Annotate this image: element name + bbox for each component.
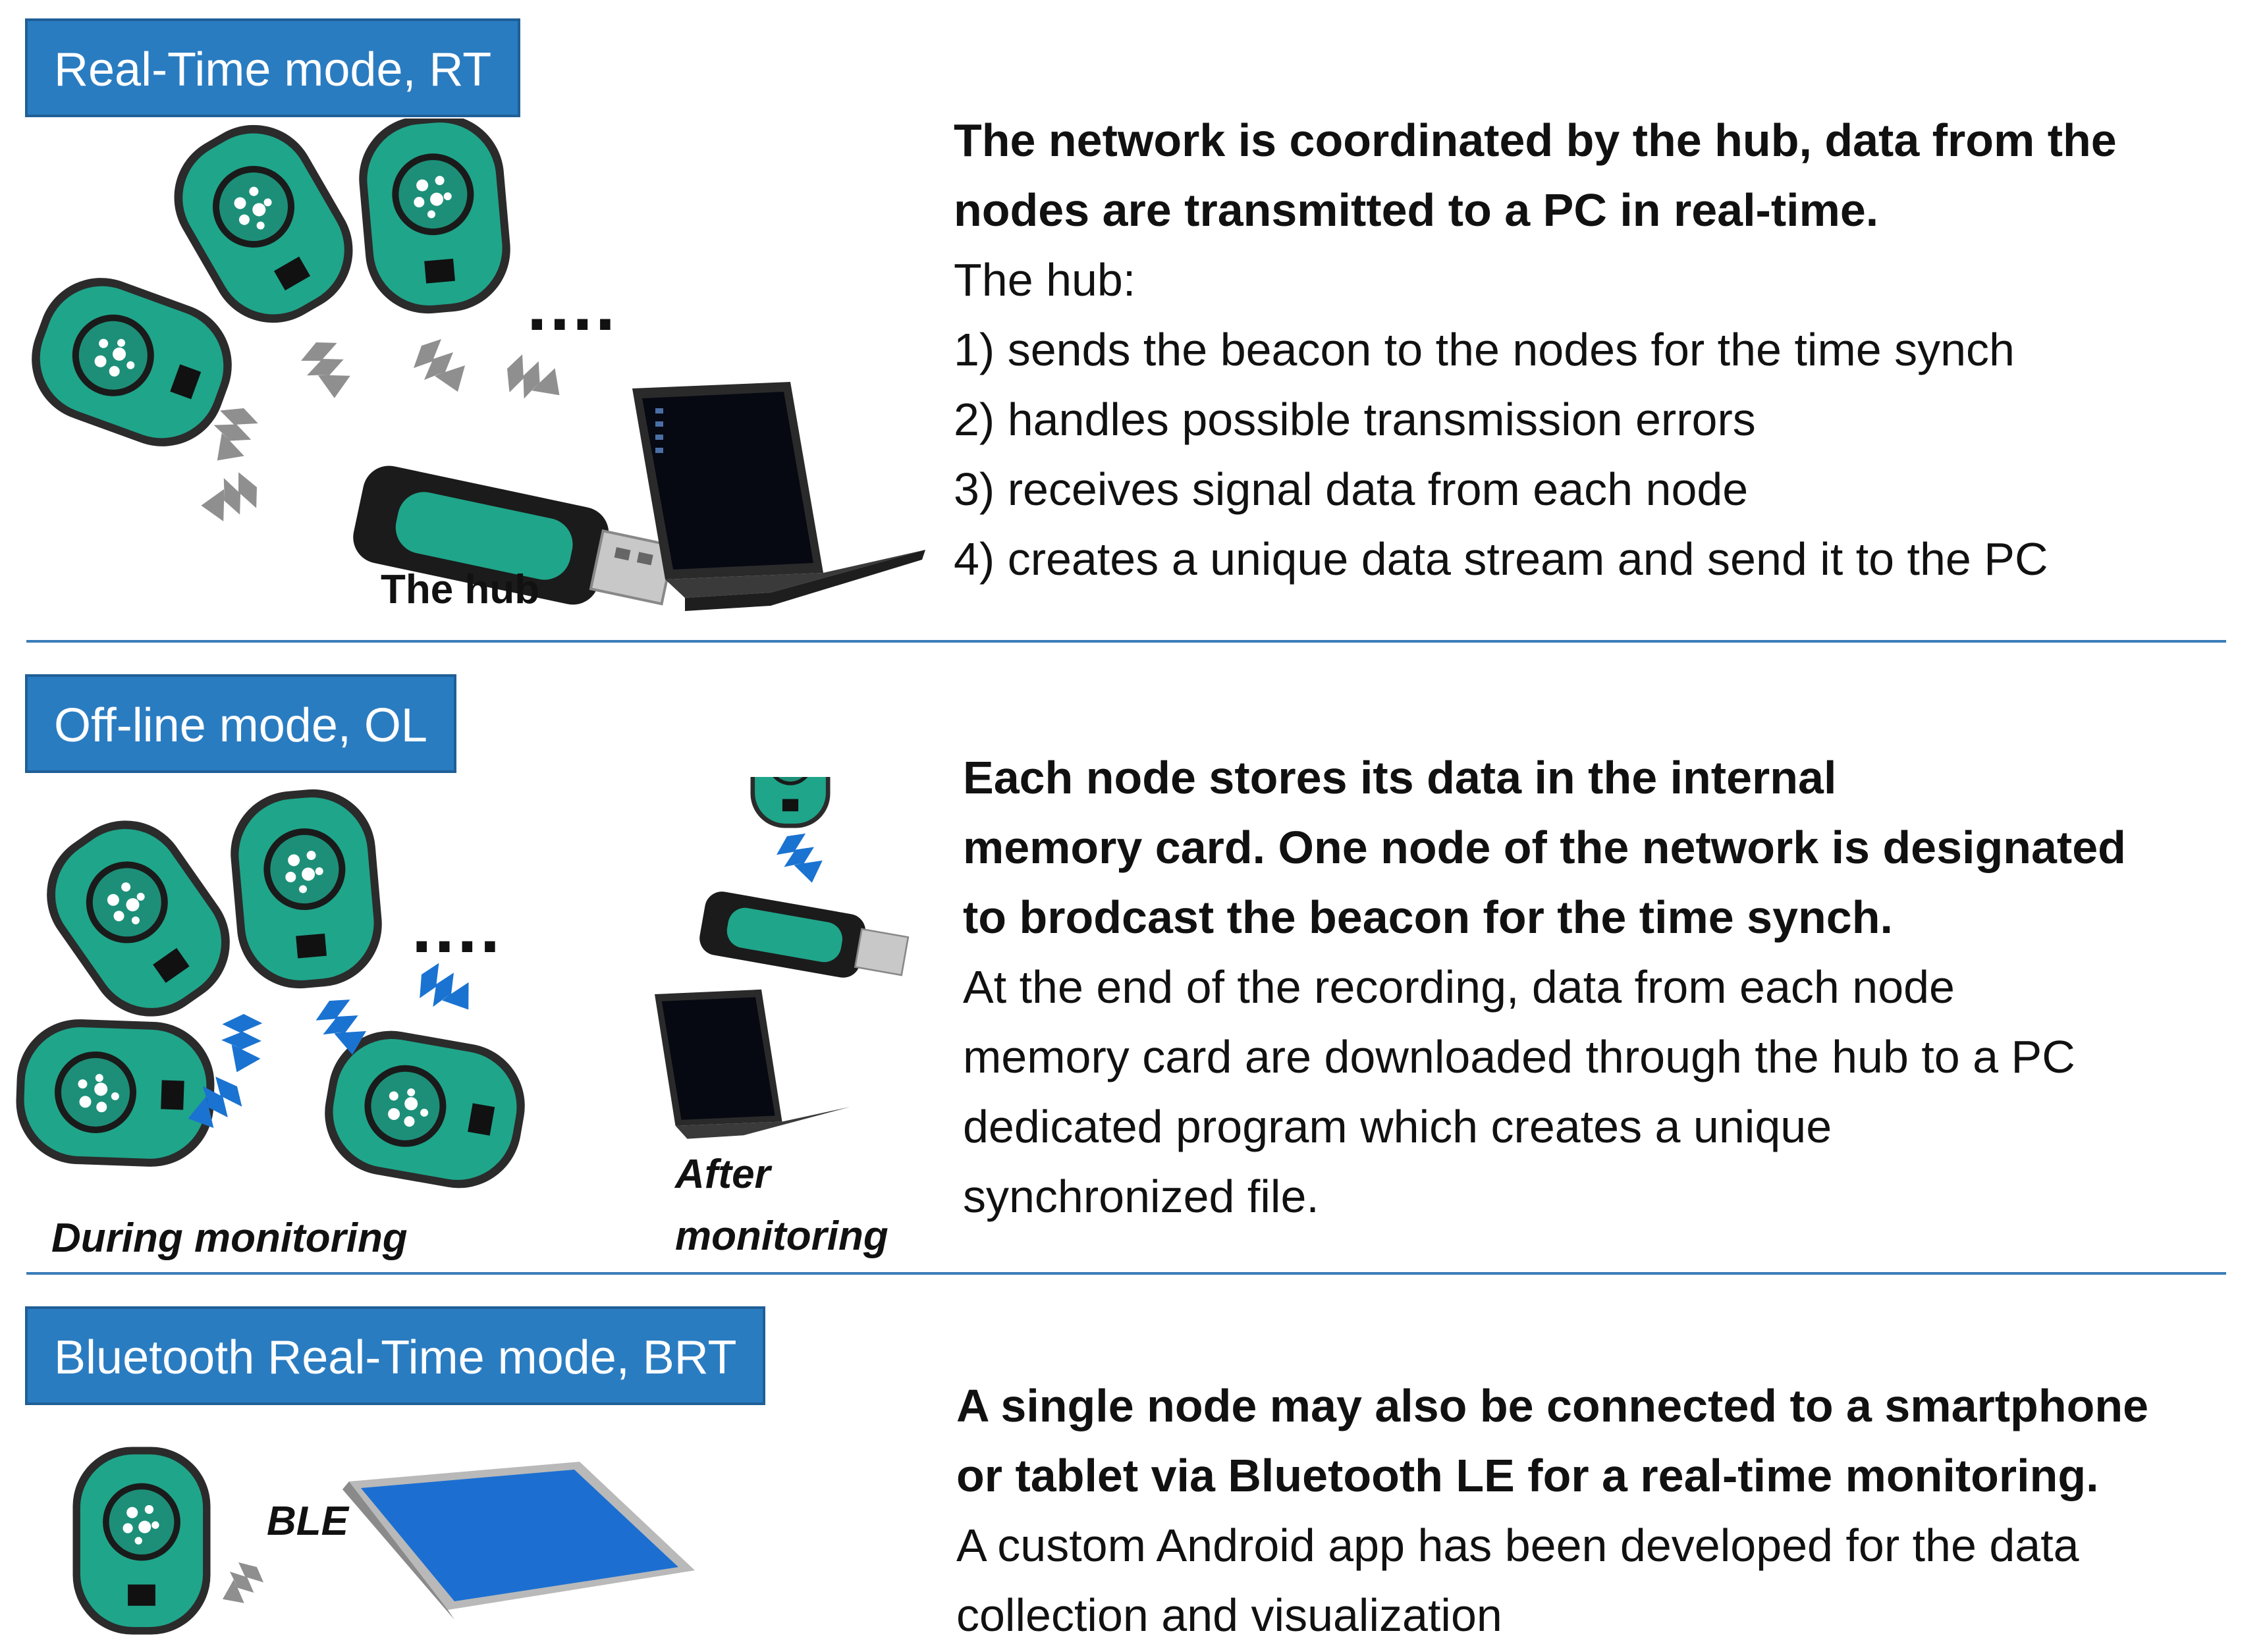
ble-caption: BLE — [267, 1499, 348, 1544]
sensor-node-3 — [354, 119, 516, 319]
rt-headline-line: The network is coordinated by the hub, d… — [954, 115, 2117, 166]
ble-bolt-icon — [219, 1560, 265, 1605]
brt-mode-label: Bluetooth Real-Time mode, BRT — [25, 1306, 766, 1405]
more-nodes-ellipsis: .... — [527, 265, 618, 346]
hub-caption: The hub — [381, 567, 540, 612]
rt-list-item: 2) handles possible transmission errors — [954, 394, 1756, 445]
rt-headline-line: nodes are transmitted to a PC in real-ti… — [954, 184, 1879, 236]
ol-body-line: dedicated program which creates a unique — [963, 1101, 1832, 1152]
brt-illustration — [72, 1447, 695, 1635]
rt-illustration — [14, 119, 925, 611]
sensor-node-3 — [14, 1017, 217, 1169]
sensor-node — [72, 1447, 211, 1635]
ol-body-line: At the end of the recording, data from e… — [963, 961, 1955, 1013]
ol-body-line: memory card are downloaded through the h… — [963, 1031, 2075, 1082]
wireless-bolt-icon — [292, 333, 360, 401]
sensor-node-2 — [225, 784, 387, 994]
laptop-icon — [655, 989, 850, 1139]
brt-description: A single node may also be connected to a… — [956, 1371, 2148, 1650]
sensor-node-after — [750, 777, 831, 828]
after-monitoring-caption: After — [675, 1152, 771, 1197]
sensor-node-1 — [14, 260, 250, 464]
rt-intro: The hub: — [954, 254, 1136, 306]
brt-body-line: A custom Android app has been developed … — [956, 1520, 2079, 1571]
rt-list-item: 3) receives signal data from each node — [954, 464, 1749, 515]
ol-body-line: synchronized file. — [963, 1171, 1319, 1222]
rt-list-item: 4) creates a unique data stream and send… — [954, 533, 2048, 585]
wireless-bolt-icon — [198, 464, 266, 531]
wireless-bolt-icon — [497, 344, 566, 414]
rt-mode-label: Real-Time mode, RT — [25, 18, 521, 117]
ol-mode-label: Off-line mode, OL — [25, 674, 456, 773]
ol-description: Each node stores its data in the interna… — [963, 743, 2126, 1231]
laptop-icon — [632, 382, 925, 611]
wireless-bolt-icon — [414, 339, 465, 392]
ol-headline-line: memory card. One node of the network is … — [963, 822, 2126, 873]
sensor-node-1 — [22, 796, 255, 1041]
tablet-icon — [342, 1462, 695, 1620]
rt-description: The network is coordinated by the hub, d… — [954, 105, 2117, 594]
brt-headline-line: or tablet via Bluetooth LE for a real-ti… — [956, 1450, 2099, 1501]
wireless-bolt-icon — [205, 1003, 279, 1078]
after-monitoring-caption: monitoring — [675, 1213, 888, 1259]
wireless-bolt-icon — [773, 829, 827, 884]
ol-headline-line: Each node stores its data in the interna… — [963, 752, 1837, 803]
section-divider — [26, 640, 2226, 643]
more-nodes-ellipsis: .... — [412, 887, 503, 968]
ol-headline-line: to brodcast the beacon for the time sync… — [963, 892, 1893, 943]
during-monitoring-caption: During monitoring — [51, 1215, 408, 1261]
brt-body-line: collection and visualization — [956, 1589, 1502, 1641]
brt-headline-line: A single node may also be connected to a… — [956, 1380, 2149, 1431]
ol-illustration — [14, 777, 910, 1198]
usb-hub-dongle — [353, 466, 676, 606]
rt-list-item: 1) sends the beacon to the nodes for the… — [954, 324, 2015, 375]
usb-hub-dongle — [699, 892, 910, 978]
section-divider — [26, 1272, 2226, 1275]
